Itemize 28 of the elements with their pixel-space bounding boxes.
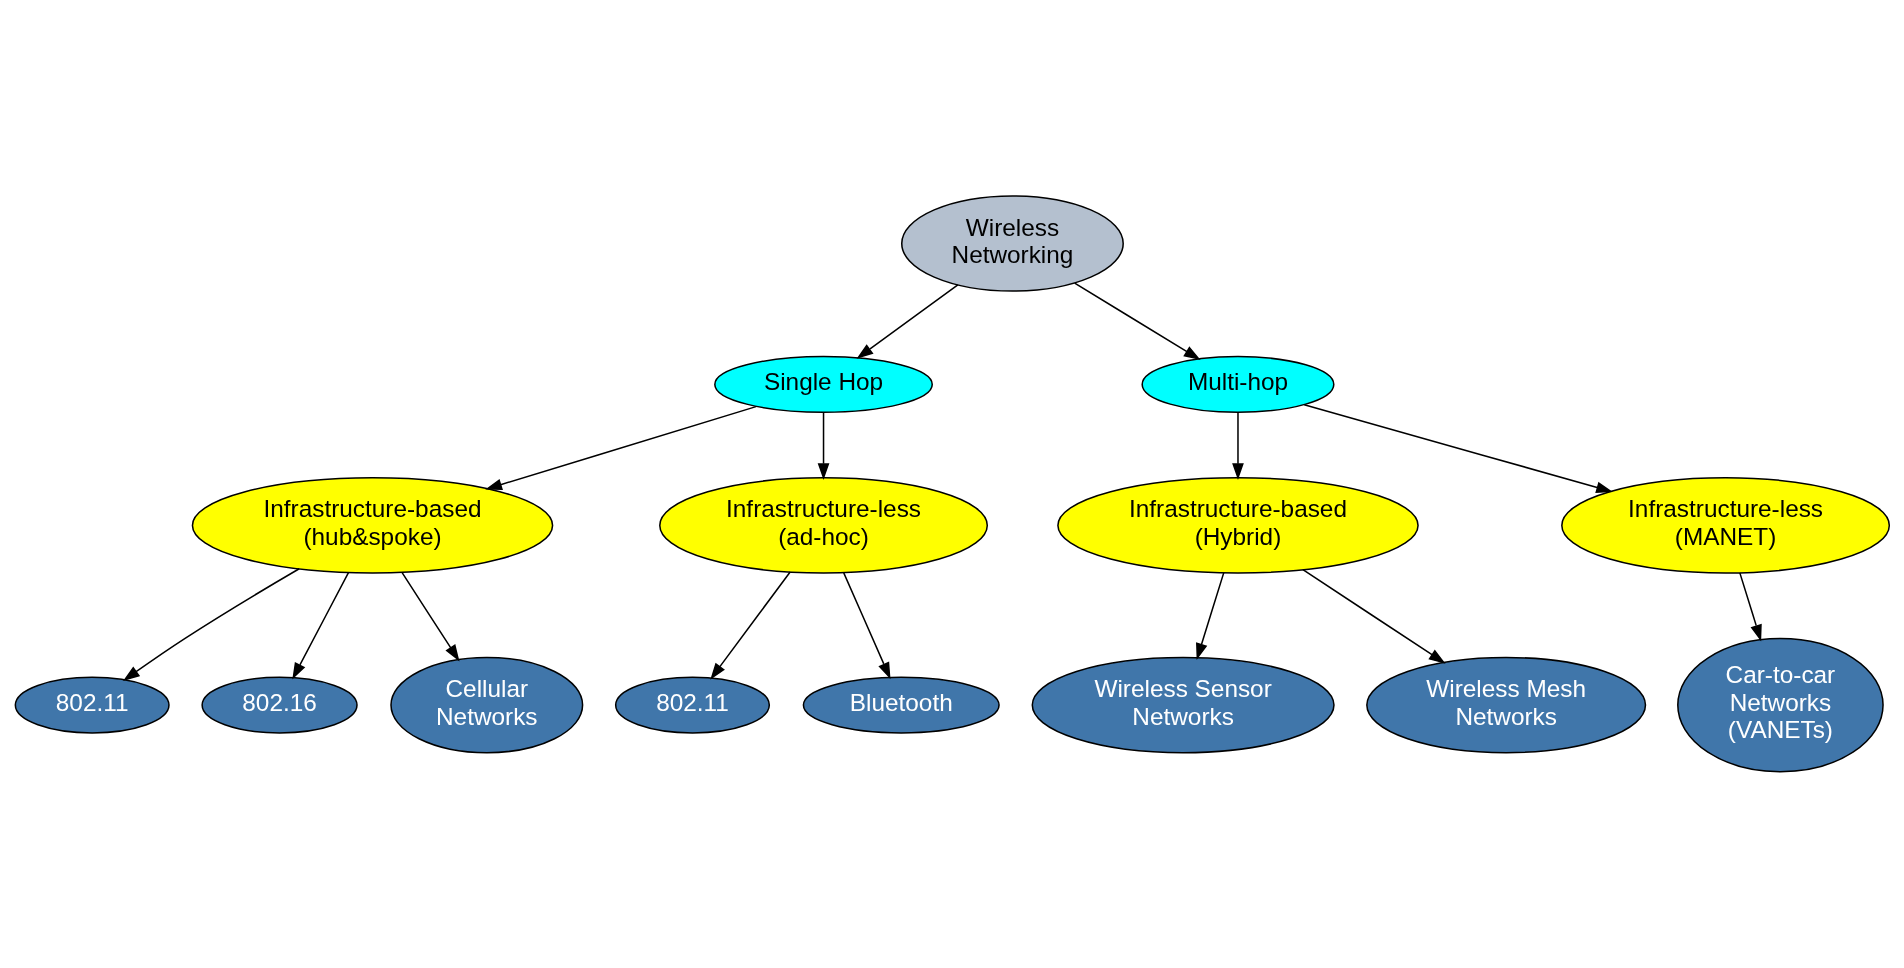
node-ellipse: Infrastructure-less (ad-hoc) xyxy=(658,477,988,574)
node-ellipse: Wireless Networking xyxy=(900,195,1124,292)
node-ellipse: Single Hop xyxy=(713,355,933,414)
arrow xyxy=(709,571,791,680)
arrow xyxy=(1738,572,1762,642)
arrow xyxy=(1301,568,1446,664)
arrow xyxy=(1073,282,1201,361)
node-ellipse: Wireless Mesh Networks xyxy=(1365,656,1646,754)
node-ellipse: Infrastructure-based (Hybrid) xyxy=(1056,477,1419,574)
arrow xyxy=(291,571,349,680)
node-ellipse: 802.11 xyxy=(614,676,770,734)
arrow xyxy=(1195,572,1224,661)
node-ellipse: Bluetooth xyxy=(802,676,1000,734)
arrow xyxy=(122,568,300,682)
node-ellipse: Car-to-car Networks (VANETs) xyxy=(1676,637,1884,773)
node-ellipse: Wireless Sensor Networks xyxy=(1031,656,1335,754)
arrow xyxy=(817,411,829,481)
arrow xyxy=(1231,411,1244,481)
arrow xyxy=(400,571,459,662)
node-ellipse: Cellular Networks xyxy=(389,656,583,754)
node-ellipse: Infrastructure-less (MANET) xyxy=(1560,477,1890,574)
node-ellipse: Multi-hop xyxy=(1140,355,1335,414)
node-ellipse: 802.16 xyxy=(200,676,358,734)
arrow xyxy=(1303,403,1613,494)
arrow xyxy=(856,284,959,359)
arrow xyxy=(484,405,757,491)
arrow xyxy=(842,572,890,680)
node-ellipse: 802.11 xyxy=(14,676,170,734)
